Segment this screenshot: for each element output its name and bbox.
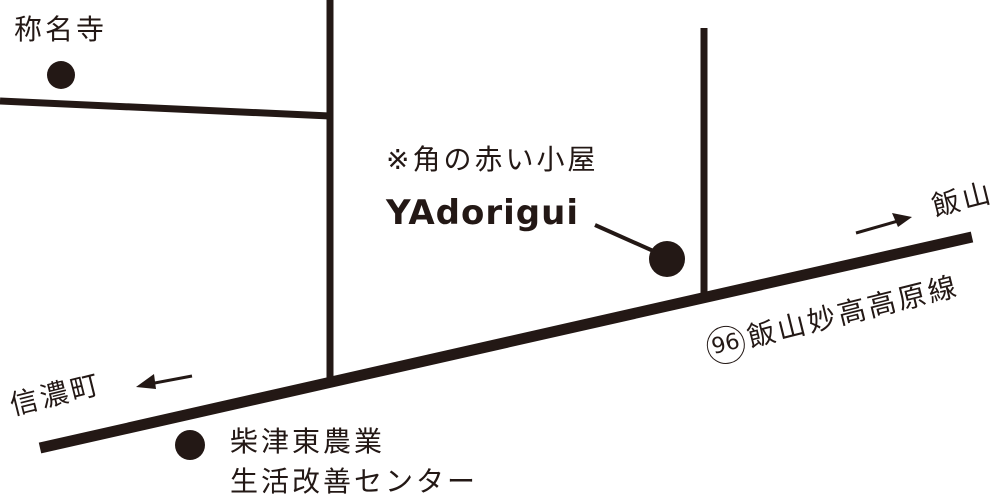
center-dot-icon (175, 430, 205, 460)
temple-dot-icon (47, 61, 75, 89)
leader-line (594, 223, 661, 256)
center-label-line1: 柴津東農業 (230, 425, 386, 458)
shomyoji-label: 称名寺 (14, 13, 108, 46)
destination-note: ※角の赤い小屋 (386, 143, 599, 176)
center-label-line2: 生活改善センター (230, 465, 479, 498)
horizontal-street (0, 97, 331, 120)
destination-name: YAdorigui (386, 193, 579, 233)
main-road-line (38, 231, 974, 454)
right-arrow-head-icon (892, 213, 912, 227)
yadorigui-dot-icon (649, 241, 685, 277)
left-arrow-head-icon (136, 374, 156, 389)
